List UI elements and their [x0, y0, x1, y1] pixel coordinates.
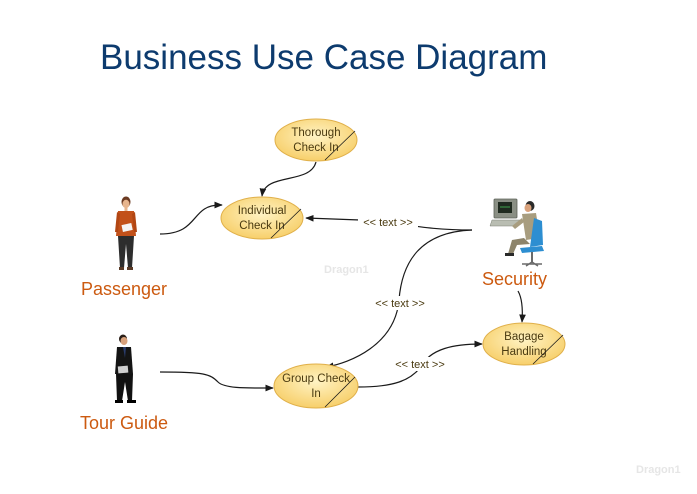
- use-case-bagage-handling[interactable]: Bagage Handling: [482, 322, 566, 366]
- computer-operator-icon: [489, 198, 544, 267]
- business-use-case-slash-icon: [532, 334, 564, 365]
- actor-passenger-figure[interactable]: [115, 196, 137, 271]
- edge-security-bagage[interactable]: [517, 290, 526, 323]
- use-case-label-line2: Check In: [293, 142, 338, 154]
- edge-tourguide-group[interactable]: [159, 371, 274, 392]
- use-case-thorough-check-in[interactable]: Thorough Check In: [274, 118, 358, 162]
- use-case-label-line1: Individual: [238, 205, 287, 217]
- actor-label-security: Security: [482, 269, 548, 289]
- actor-label-tour-guide: Tour Guide: [80, 413, 169, 433]
- use-case-label-line1: Bagage: [504, 331, 544, 343]
- actor-security-figure[interactable]: [489, 198, 544, 267]
- use-case-label-line2: In: [311, 388, 321, 400]
- business-use-case-slash-icon: [324, 376, 356, 408]
- actor-tour-guide-figure[interactable]: [115, 334, 136, 404]
- use-case-label-line1: Group Check: [282, 373, 350, 385]
- use-case-label-line2: Handling: [501, 346, 546, 358]
- edge-passenger-individual[interactable]: [159, 201, 223, 235]
- edge-label-security-group: << text >>: [375, 298, 425, 310]
- edge-label-security-individual: << text >>: [363, 217, 413, 229]
- edge-thorough-individual[interactable]: [259, 161, 317, 197]
- use-case-label-line1: Thorough: [291, 127, 340, 139]
- watermark-footer: Dragon1: [636, 464, 681, 476]
- business-use-case-slash-icon: [324, 130, 356, 161]
- watermark: Dragon1: [324, 264, 369, 276]
- use-case-group-check-in[interactable]: Group Check In: [273, 363, 359, 409]
- business-use-case-slash-icon: [270, 208, 302, 239]
- edge-labels: << text >> << text >> << text >>: [358, 215, 450, 371]
- use-case-label-line2: Check In: [239, 220, 284, 232]
- diagram-title: Business Use Case Diagram: [100, 38, 548, 77]
- person-man-icon: [115, 334, 136, 403]
- use-case-individual-check-in[interactable]: Individual Check In: [220, 196, 304, 240]
- person-woman-icon: [115, 196, 137, 270]
- edge-label-group-bagage: << text >>: [395, 359, 445, 371]
- actor-label-passenger: Passenger: [81, 279, 168, 299]
